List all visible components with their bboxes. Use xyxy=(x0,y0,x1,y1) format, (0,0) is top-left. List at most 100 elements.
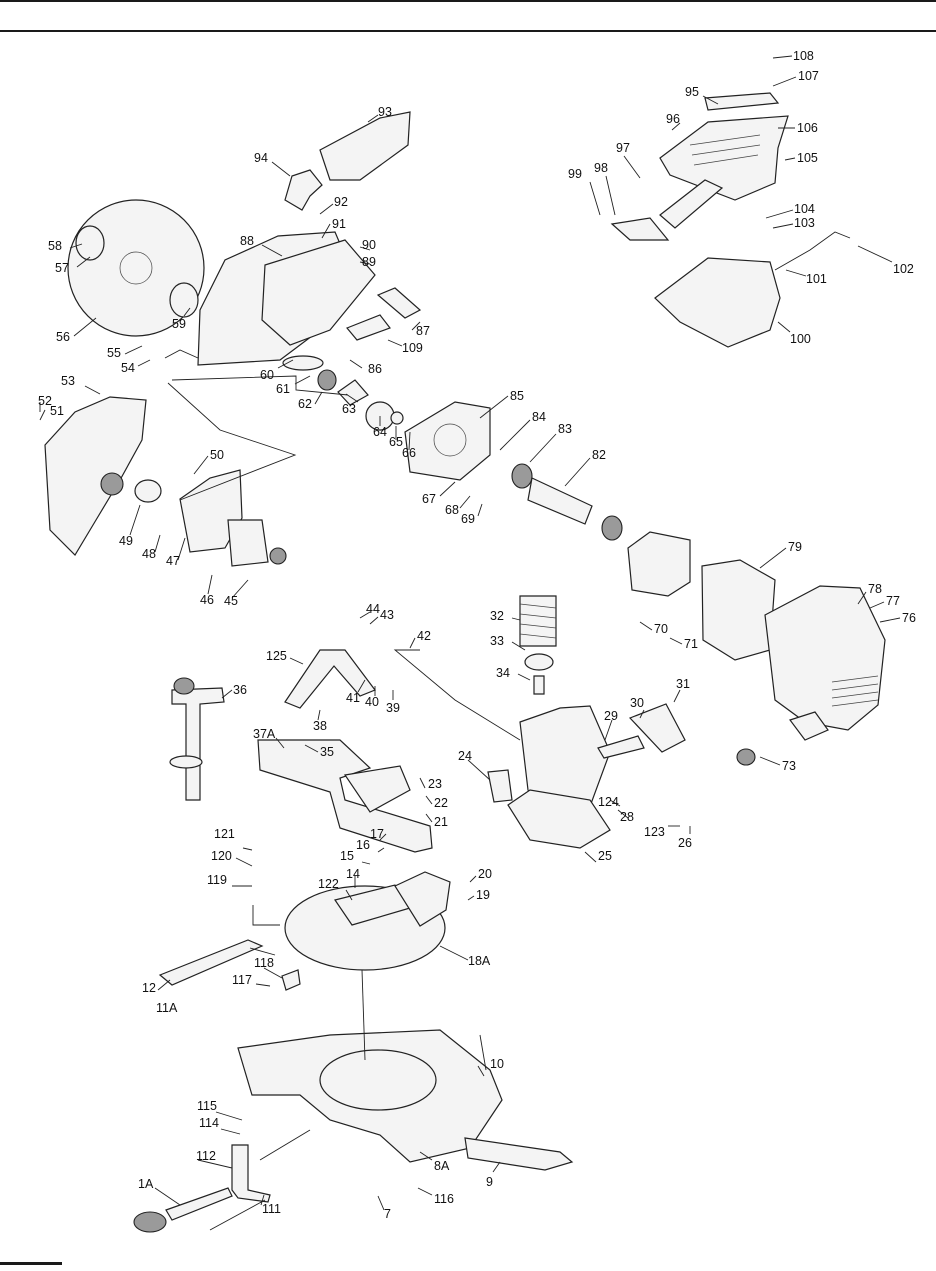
callout-115: 115 xyxy=(197,1099,217,1113)
callout-8A: 8A xyxy=(434,1159,450,1173)
callout-101: 101 xyxy=(806,272,827,286)
part-handle-rod xyxy=(165,1187,233,1221)
part-fence xyxy=(257,739,433,853)
part-hold-down-clamp xyxy=(171,687,225,801)
callout-55: 55 xyxy=(107,346,121,360)
callout-82: 82 xyxy=(592,448,606,462)
callout-117: 117 xyxy=(232,973,252,987)
callout-54: 54 xyxy=(121,361,135,375)
callout-33: 33 xyxy=(490,634,504,648)
part-spring-cup xyxy=(524,653,554,671)
callout-95: 95 xyxy=(685,85,699,99)
part-armature-bearing-rear xyxy=(601,515,623,541)
part-bearing-retainer xyxy=(337,379,369,406)
parts-layer xyxy=(44,92,886,1233)
part-dust-bag xyxy=(319,111,411,181)
callout-99: 99 xyxy=(568,167,582,181)
callout-87: 87 xyxy=(416,324,430,338)
callout-78: 78 xyxy=(868,582,882,596)
part-lock-bolt xyxy=(597,735,645,759)
callout-83: 83 xyxy=(558,422,572,436)
callout-125: 125 xyxy=(266,649,287,663)
callout-106: 106 xyxy=(797,121,818,135)
callout-24: 24 xyxy=(458,749,472,763)
part-switch-frame-upper xyxy=(659,115,789,201)
header-rule-top xyxy=(0,0,936,2)
part-base-ring xyxy=(319,1049,437,1111)
part-fence-arc xyxy=(343,765,411,813)
callout-63: 63 xyxy=(342,402,356,416)
callout-105: 105 xyxy=(797,151,818,165)
callout-29: 29 xyxy=(604,709,618,723)
callout-108: 108 xyxy=(793,49,814,63)
callout-121: 121 xyxy=(214,827,235,841)
callout-118: 118 xyxy=(254,956,274,970)
part-lock-nut xyxy=(269,547,287,565)
part-brush-holder xyxy=(789,711,829,741)
callout-26: 26 xyxy=(678,836,692,850)
part-bevel-scale-ring xyxy=(507,789,611,849)
callout-107: 107 xyxy=(798,69,819,83)
part-fence-link xyxy=(284,649,376,709)
part-fence-bracket xyxy=(394,871,451,927)
part-dust-elbow xyxy=(284,169,323,211)
part-inner-flange xyxy=(169,282,199,318)
callout-91: 91 xyxy=(332,217,346,231)
part-spring-pin xyxy=(533,675,545,695)
part-arm-housing xyxy=(261,239,376,346)
callout-98: 98 xyxy=(594,161,608,175)
callout-85: 85 xyxy=(510,389,524,403)
callout-66: 66 xyxy=(402,446,416,460)
callout-103: 103 xyxy=(794,216,815,230)
callout-31: 31 xyxy=(676,677,690,691)
callout-111: 111 xyxy=(262,1202,281,1216)
part-gear-housing xyxy=(404,401,491,481)
part-switch-grip-ribs xyxy=(689,134,761,166)
callout-56: 56 xyxy=(56,330,70,344)
callout-104: 104 xyxy=(794,202,815,216)
part-pivot-pin xyxy=(376,287,422,319)
part-bracket-112 xyxy=(231,1144,271,1203)
part-return-spring xyxy=(519,595,557,647)
callout-88: 88 xyxy=(240,234,254,248)
part-spindle xyxy=(282,355,324,371)
callout-36: 36 xyxy=(233,683,247,697)
callout-109: 109 xyxy=(402,341,423,355)
part-guard-bushing xyxy=(134,479,162,503)
callout-92: 92 xyxy=(334,195,348,209)
callout-47: 47 xyxy=(166,554,180,568)
part-clamp-foot xyxy=(169,755,203,769)
leader-lines xyxy=(39,55,901,1211)
part-switch-lever xyxy=(610,217,670,241)
callout-116: 116 xyxy=(434,1192,454,1206)
callout-19: 19 xyxy=(476,888,490,902)
callout-45: 45 xyxy=(224,594,238,608)
callout-76: 76 xyxy=(902,611,916,625)
callout-93: 93 xyxy=(378,105,392,119)
callout-68: 68 xyxy=(445,503,459,517)
callout-17: 17 xyxy=(370,827,384,841)
part-base-foot-bracket xyxy=(464,1137,574,1171)
callout-120: 120 xyxy=(211,849,232,863)
callout-46: 46 xyxy=(200,593,214,607)
callout-52: 52 xyxy=(38,394,52,408)
callout-73: 73 xyxy=(782,759,796,773)
callout-94: 94 xyxy=(254,151,268,165)
callout-40: 40 xyxy=(365,695,379,709)
callout-34: 34 xyxy=(496,666,510,680)
part-gear-housing-bore xyxy=(433,423,467,457)
part-brush-cap xyxy=(736,748,756,766)
callout-79: 79 xyxy=(788,540,802,554)
part-outer-flange xyxy=(75,225,105,261)
part-power-cord-segment xyxy=(774,231,851,271)
callout-84: 84 xyxy=(532,410,546,424)
callout-86: 86 xyxy=(368,362,382,376)
callout-57: 57 xyxy=(55,261,69,275)
part-switch-cover xyxy=(704,92,780,111)
callout-97: 97 xyxy=(616,141,630,155)
callout-50: 50 xyxy=(210,448,224,462)
part-retaining-ring xyxy=(390,411,404,425)
callout-67: 67 xyxy=(422,492,436,506)
part-motor-housing xyxy=(764,585,886,731)
